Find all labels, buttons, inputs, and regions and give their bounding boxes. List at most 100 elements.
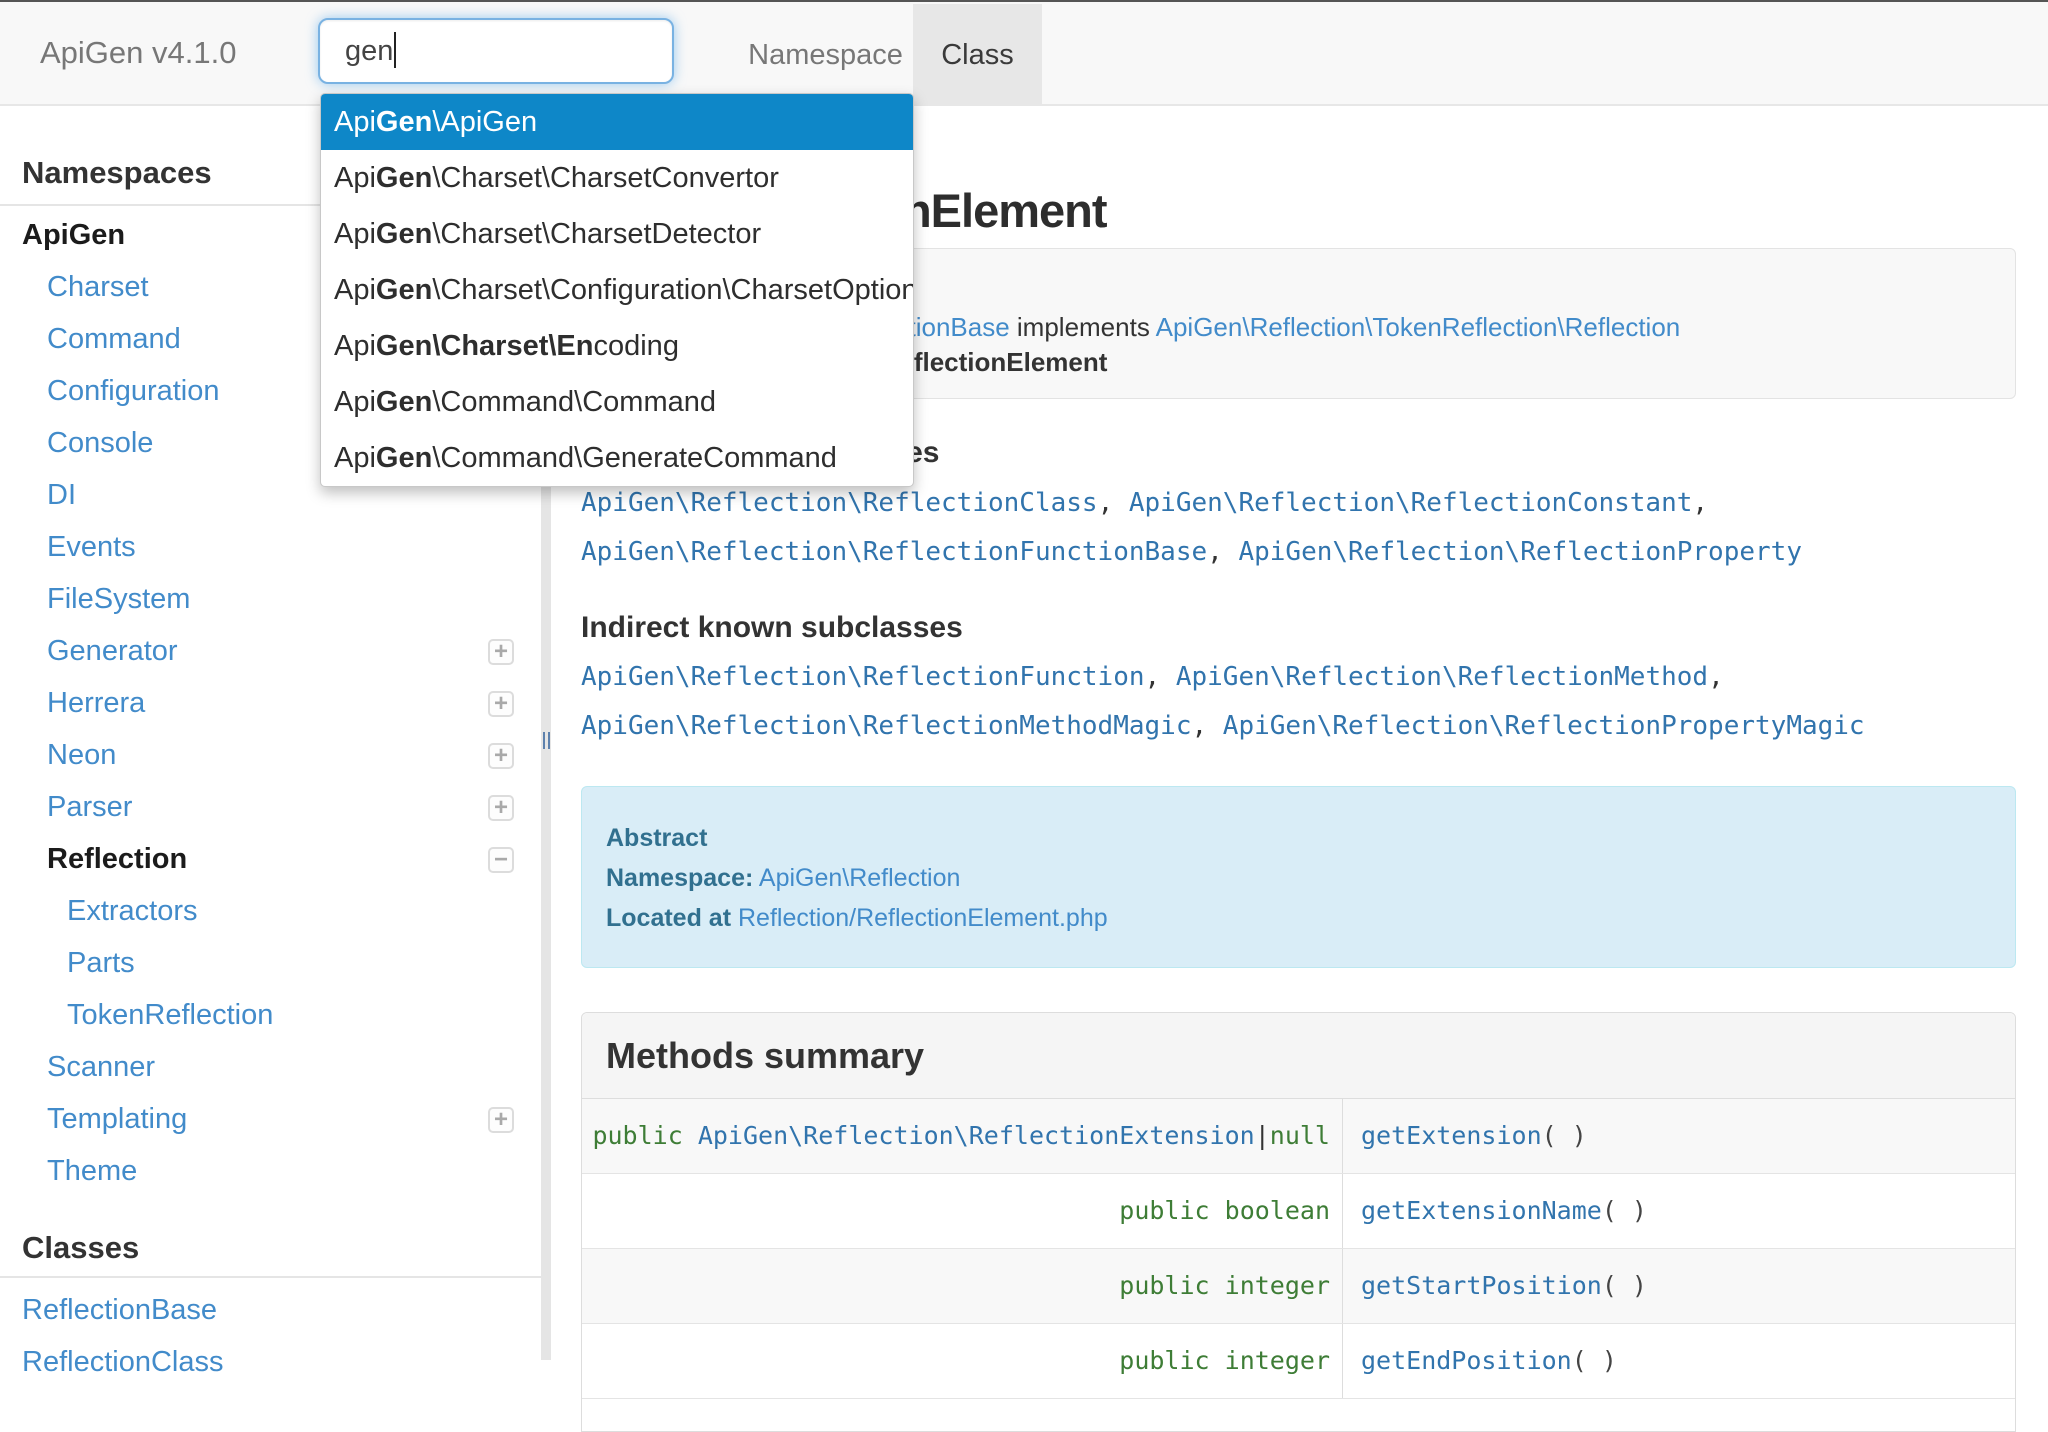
subclass-link[interactable]: ApiGen\Reflection\ReflectionClass [581, 488, 1098, 518]
signature-text: public integer [1119, 1346, 1330, 1375]
classes-heading: Classes [22, 1230, 140, 1265]
autocomplete-item[interactable]: ApiGen\ApiGen [321, 94, 913, 150]
indirect-subclasses-heading: Indirect known subclasses [581, 611, 963, 644]
separator-text: , [1144, 662, 1176, 692]
signature-text: | [1254, 1121, 1270, 1150]
subclass-link[interactable]: ApiGen\Reflection\ReflectionFunctionBase [581, 537, 1208, 567]
separator-text: , [1191, 711, 1223, 741]
subclass-link[interactable]: ApiGen\Reflection\ReflectionMethod [1175, 662, 1709, 692]
sidebar-item-di: DI [0, 469, 540, 521]
namespace-link-di[interactable]: DI [47, 479, 76, 511]
autocomplete-item[interactable]: ApiGen\Charset\Encoding [334, 330, 679, 362]
plus-icon[interactable]: + [488, 691, 514, 717]
namespace-link-console[interactable]: Console [47, 427, 154, 459]
autocomplete-item[interactable]: ApiGen\Command\Command [334, 386, 716, 418]
signature-text: public [592, 1121, 698, 1150]
interface-link[interactable]: ApiGen\Reflection\TokenReflection\Reflec… [1155, 312, 1681, 342]
header-bar: ApiGen v4.1.0 gen Namespace Class [0, 2, 2048, 106]
method-row: public boolean getExtensionName( ) [582, 1174, 2015, 1249]
method-parens: ( ) [1541, 1121, 1587, 1150]
method-link-getExtensionName[interactable]: getExtensionName [1361, 1196, 1602, 1225]
method-signature-cell: public integer [582, 1249, 1343, 1323]
sidebar-item-command: Command [0, 313, 540, 365]
tab-class[interactable]: Class [913, 4, 1042, 106]
namespace-link-herrera[interactable]: Herrera [47, 687, 146, 719]
sidebar-item-scanner: Scanner [0, 1041, 540, 1093]
autocomplete-item[interactable]: ApiGen\Charset\CharsetDetector [334, 218, 762, 250]
sidebar-item-tokenreflection: TokenReflection [0, 989, 540, 1041]
namespace-link-command[interactable]: Command [47, 323, 181, 355]
method-link-getEndPosition[interactable]: getEndPosition [1361, 1346, 1572, 1375]
methods-summary-panel: Methods summary public ApiGen\Reflection… [581, 1012, 2016, 1432]
subclass-link[interactable]: ApiGen\Reflection\ReflectionFunction [581, 662, 1145, 692]
method-signature-cell: public boolean [582, 1174, 1343, 1248]
signature-text: public boolean [1119, 1196, 1330, 1225]
subclass-link[interactable]: ApiGen\Reflection\ReflectionProperty [1238, 537, 1802, 567]
tab-namespace[interactable]: Namespace [748, 39, 903, 71]
namespace-link-configuration[interactable]: Configuration [47, 375, 220, 407]
search-value: gen [345, 35, 394, 67]
autocomplete-item[interactable]: ApiGen\Charset\Configuration\CharsetOpti… [334, 274, 913, 306]
namespace-link-neon[interactable]: Neon [47, 739, 117, 771]
namespace-link-parts[interactable]: Parts [67, 947, 135, 979]
class-link-reflectionclass[interactable]: ReflectionClass [22, 1346, 224, 1378]
autocomplete-item[interactable]: ApiGen\Command\GenerateCommand [334, 442, 837, 474]
method-link-getStartPosition[interactable]: getStartPosition [1361, 1271, 1602, 1300]
namespace-link-events[interactable]: Events [47, 531, 136, 563]
namespace-link-templating[interactable]: Templating [47, 1103, 188, 1135]
namespace-link-apigen[interactable]: ApiGen [22, 219, 126, 251]
resize-handle-icon[interactable] [543, 732, 545, 749]
sidebar-item-configuration: Configuration [0, 365, 540, 417]
plus-icon[interactable]: + [488, 1107, 514, 1133]
divider [0, 204, 541, 206]
subclass-link[interactable]: ApiGen\Reflection\ReflectionConstant [1128, 488, 1693, 518]
plus-icon[interactable]: + [488, 795, 514, 821]
sidebar-item-theme: Theme [0, 1145, 540, 1197]
sidebar-item-charset: Charset [0, 261, 540, 313]
namespace-link-scanner[interactable]: Scanner [47, 1051, 156, 1083]
namespace-link-generator[interactable]: Generator [47, 635, 178, 667]
plus-icon[interactable]: + [488, 639, 514, 665]
sidebar-item-events: Events [0, 521, 540, 573]
sidebar-item-templating: Templating + [0, 1093, 540, 1145]
indirect-subclasses-line: ApiGen\Reflection\ReflectionFunction, Ap… [581, 660, 1724, 694]
sidebar-splitter[interactable] [541, 104, 551, 1360]
methods-summary-title: Methods summary [582, 1013, 2015, 1099]
method-parens: ( ) [1601, 1196, 1647, 1225]
autocomplete-item[interactable]: ApiGen\Charset\CharsetConvertor [334, 162, 779, 194]
sidebar-item-console: Console [0, 417, 540, 469]
method-parens: ( ) [1571, 1346, 1617, 1375]
window-top-edge [0, 0, 2048, 2]
namespaces-heading: Namespaces [22, 155, 212, 190]
source-file-link[interactable]: Reflection/ReflectionElement.php [737, 904, 1108, 932]
namespace-link[interactable]: ApiGen\Reflection [758, 864, 961, 892]
class-link-reflectionbase[interactable]: ReflectionBase [22, 1294, 218, 1326]
abstract-flag: Abstract [606, 824, 708, 852]
subclass-link[interactable]: ApiGen\Reflection\ReflectionPropertyMagi… [1222, 711, 1865, 741]
namespace-link-reflection[interactable]: Reflection [47, 843, 188, 875]
signature-text: public integer [1119, 1271, 1330, 1300]
namespace-link-filesystem[interactable]: FileSystem [47, 583, 191, 615]
plus-icon[interactable]: + [488, 743, 514, 769]
minus-icon[interactable]: − [488, 847, 514, 873]
indirect-subclasses-line: ApiGen\Reflection\ReflectionMethodMagic,… [581, 709, 1865, 743]
namespace-link-charset[interactable]: Charset [47, 271, 149, 303]
method-link-getExtension[interactable]: getExtension [1361, 1121, 1542, 1150]
subclass-link[interactable]: ApiGen\Reflection\ReflectionMethodMagic [581, 711, 1192, 741]
direct-subclasses-line: ApiGen\Reflection\ReflectionClass, ApiGe… [581, 486, 1708, 520]
type-link[interactable]: ApiGen\Reflection\ReflectionExtension [697, 1121, 1255, 1150]
namespace-link-extractors[interactable]: Extractors [67, 895, 198, 927]
namespace-line: Namespace: ApiGen\Reflection [606, 864, 961, 892]
method-signature-cell: public integer [582, 1324, 1343, 1398]
sidebar-class-reflectionclass: ReflectionClass [0, 1336, 540, 1388]
namespace-link-theme[interactable]: Theme [47, 1155, 138, 1187]
method-row: public ApiGen\Reflection\ReflectionExten… [582, 1099, 2015, 1174]
divider [0, 1276, 541, 1278]
search-input[interactable]: gen [318, 18, 674, 84]
namespace-link-parser[interactable]: Parser [47, 791, 133, 823]
namespace-link-tokenreflection[interactable]: TokenReflection [67, 999, 274, 1031]
methods-table: public ApiGen\Reflection\ReflectionExten… [582, 1099, 2015, 1399]
